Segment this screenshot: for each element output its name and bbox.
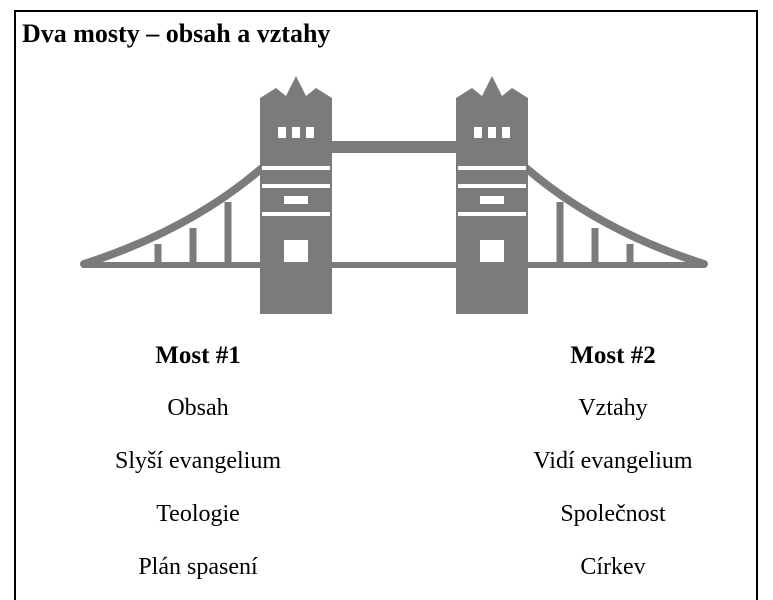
bridge-2-item: Společnost [560, 501, 666, 527]
bridge-1-item: Teologie [156, 501, 240, 527]
bridge-2-column: Most #2 Vztahy Vidí evangelium Společnos… [463, 336, 763, 600]
bridge-1-item: Slyší evangelium [115, 448, 281, 474]
bridge-2-item: Vidí evangelium [533, 448, 693, 474]
diagram-frame [14, 10, 758, 600]
bridge-2-item: Vztahy [578, 395, 648, 421]
tower-bridge-icon [80, 76, 708, 314]
bridge-1-item: Plán spasení [138, 554, 258, 580]
bridge-1-item: Obsah [167, 395, 229, 421]
bridge-2-heading: Most #2 [570, 342, 656, 369]
page-title: Dva mosty – obsah a vztahy [22, 19, 331, 48]
bridge-1-heading: Most #1 [155, 342, 241, 369]
bridge-1-column: Most #1 Obsah Slyší evangelium Teologie … [48, 336, 348, 600]
bridge-2-item: Církev [580, 554, 646, 580]
